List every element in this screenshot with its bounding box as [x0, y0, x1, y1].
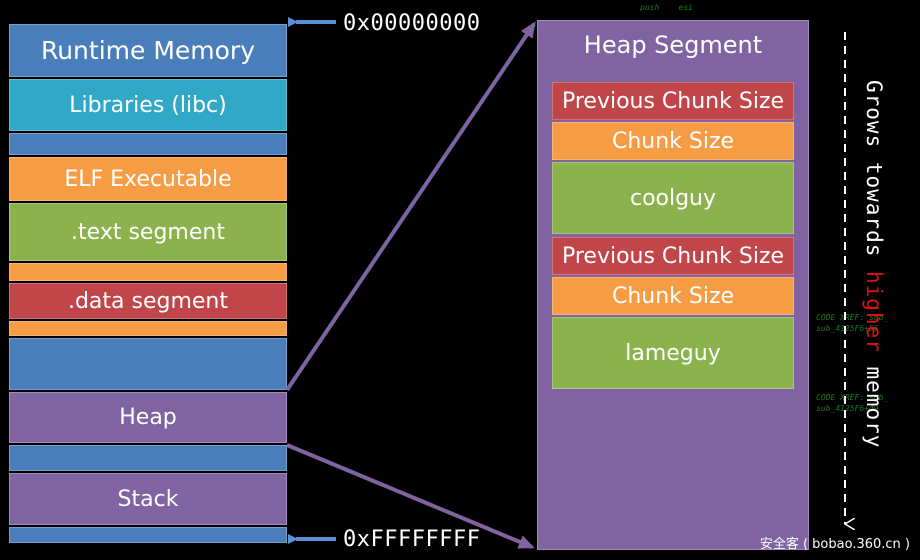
data-segment-block: .data segment: [9, 283, 287, 319]
stack-block: Stack: [9, 473, 287, 525]
runtime-memory-title: Runtime Memory: [9, 24, 287, 77]
gap-block: [9, 445, 287, 471]
background-code-text: CODE XREF: sub_ sub_4125F6+49: [816, 393, 889, 413]
chunk-size-2: Chunk Size: [552, 277, 794, 315]
background-code-text: CODE XREF: sub_ sub_4125F6+56: [816, 313, 889, 333]
address-bottom-label: 0xFFFFFFFF: [343, 527, 481, 552]
watermark: 安全客 ( bobao.360.cn ): [759, 537, 910, 552]
heap-zoom-line-top: [285, 21, 536, 392]
libraries-block: Libraries (libc): [9, 79, 287, 131]
orange-filler-block: [9, 321, 287, 336]
prev-chunk-size-2: Previous Chunk Size: [552, 237, 794, 275]
gap-block: [9, 133, 287, 155]
address-top-label: 0x00000000: [343, 11, 481, 36]
chunk-data-1: coolguy: [552, 162, 794, 234]
heap-block: Heap: [9, 392, 287, 443]
heap-zoom-line-bottom: [286, 443, 535, 549]
background-code-text: push esi: [640, 3, 693, 12]
growth-direction-label: Grows towards higher memory: [862, 80, 886, 449]
chunk-data-2: lameguy: [552, 317, 794, 389]
free-memory-block: [9, 338, 287, 390]
chunk-size-1: Chunk Size: [552, 122, 794, 160]
elf-executable-block: ELF Executable: [9, 157, 287, 201]
text-segment-block: .text segment: [9, 203, 287, 261]
orange-filler-block: [9, 263, 287, 281]
gap-block: [9, 527, 287, 543]
growth-highlight-word: higher: [862, 271, 886, 353]
prev-chunk-size-1: Previous Chunk Size: [552, 82, 794, 120]
